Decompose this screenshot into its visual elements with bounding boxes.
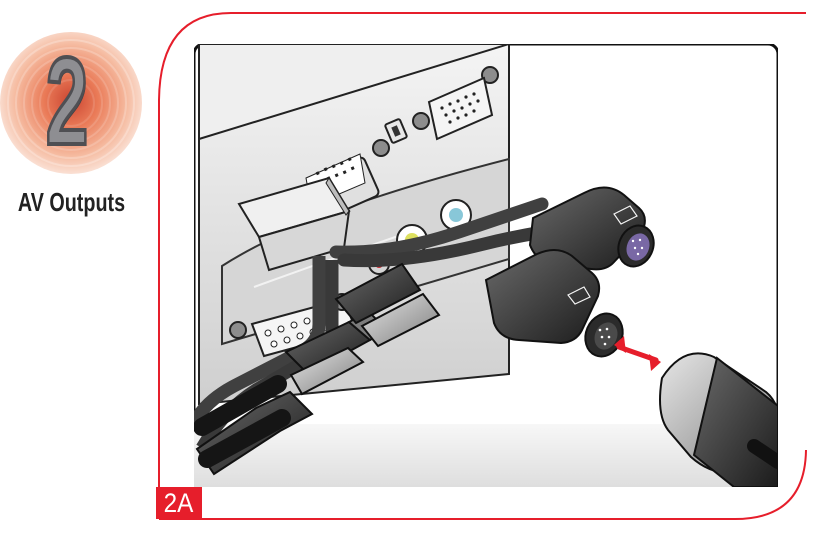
panel-label: 2A	[156, 487, 202, 519]
panel-label-text: 2A	[164, 488, 194, 518]
av-output-connection-illustration	[194, 44, 778, 487]
section-title: AV Outputs	[17, 187, 126, 217]
ripple-circle-icon	[0, 32, 142, 174]
step-number: 2	[44, 33, 89, 171]
step-badge	[0, 20, 142, 190]
